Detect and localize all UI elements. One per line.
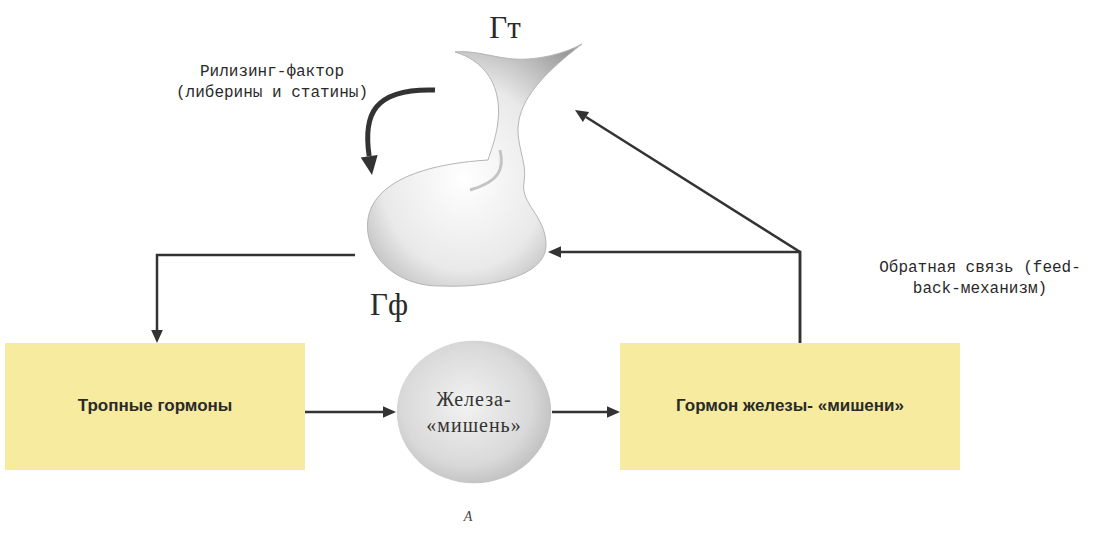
hypothalamus-region: Гт (435, 8, 575, 172)
organ-label: Гт (489, 12, 520, 172)
circle-shape (397, 341, 551, 484)
connector-arrow (151, 255, 355, 343)
connector-line (368, 90, 435, 156)
connector-arrow (548, 246, 800, 343)
box-text: Гормон железы- «мишени» (676, 395, 904, 418)
figure-letter: А (448, 508, 488, 526)
connector-line (305, 411, 383, 414)
connector-arrow (552, 406, 620, 418)
target-gland-circle: Железа- «мишень» (396, 340, 552, 484)
edge-label: Рилизинг-фактор (либерины и статины) (172, 62, 372, 104)
arrow-head (548, 246, 561, 258)
connector-line (586, 117, 800, 343)
arrow-head (151, 330, 163, 343)
arrow-head (361, 155, 378, 175)
circle-text: Железа- «мишень» (410, 386, 538, 438)
connector-line (157, 255, 355, 330)
feedback-label: Обратная связь (feed-back-механизм) (878, 258, 1082, 300)
connector-line (552, 411, 607, 414)
arrow-head (607, 406, 620, 418)
hypothalamus-funnel (367, 44, 582, 286)
organ-label: Гф (370, 289, 408, 320)
connector-line (561, 252, 800, 343)
organ-shading (470, 150, 501, 190)
connector-arrow (305, 406, 396, 418)
circle-outline (396, 340, 552, 484)
hormone-box: Тропные гормоны (5, 343, 305, 470)
box-text: Тропные гормоны (78, 395, 233, 418)
connector-arrow (575, 110, 800, 343)
arrow-head (575, 110, 589, 122)
hormone-box: Гормон железы- «мишени» (620, 343, 960, 470)
arrow-head (383, 406, 396, 418)
curved-arrow (361, 90, 435, 175)
pituitary-region: Гф (355, 175, 548, 322)
